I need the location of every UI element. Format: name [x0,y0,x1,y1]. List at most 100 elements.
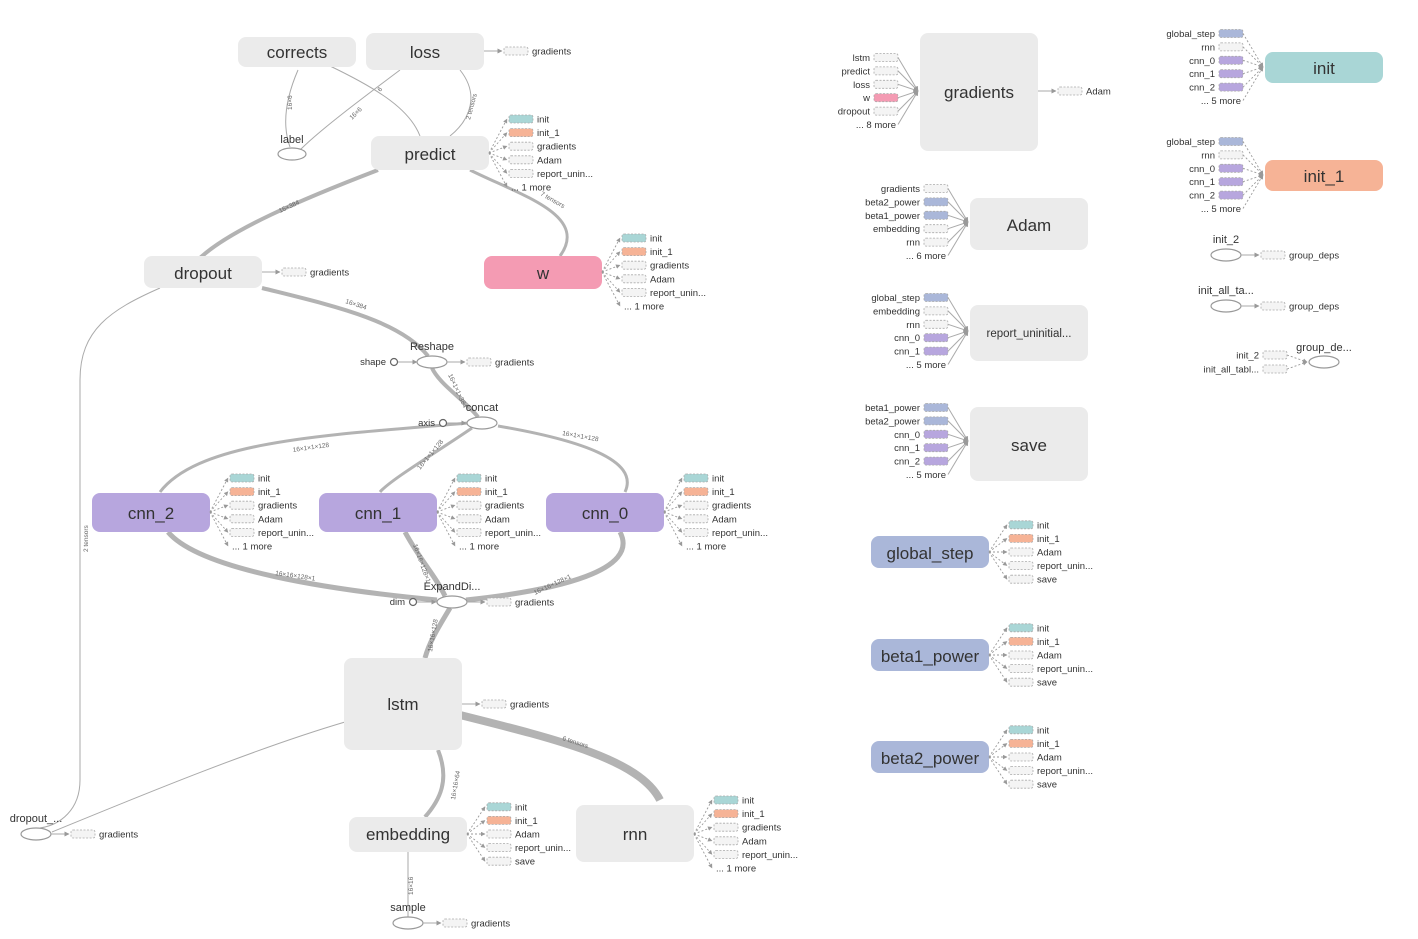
node-init-box [1265,52,1383,83]
op-dim[interactable]: dim [390,597,437,608]
out-list-init_all_tables: group_deps [1241,302,1339,313]
out-text-reshape-0: gradients [495,358,534,369]
op-init-2-text: init_2 [1213,234,1239,246]
out-edge-cnn_1-3 [436,511,456,520]
in-chip-gradients-0 [873,53,899,62]
op-shape[interactable]: shape [360,357,418,368]
node-gradients-label: gradients [944,83,1014,102]
node-cnn-0[interactable]: cnn_0 [546,493,664,532]
out-edge-rnn-2 [693,826,713,835]
node-predict-box [371,136,489,170]
out-list-lstm: gradients [462,700,549,711]
out-chip-embedding-2 [486,829,512,839]
in-edge-init_1-1 [1242,154,1264,176]
edge-predict-dropout [198,168,379,260]
out-chip-global_step-3 [1008,561,1034,570]
in-text-init_1-0: global_step [1166,137,1215,148]
node-init[interactable]: init [1265,52,1383,83]
out-edge-predict-3 [488,152,508,161]
in-edge-init_1-0 [1242,141,1264,176]
node-adam[interactable]: Adam [970,198,1088,250]
in-text-adam-4: rnn [906,238,920,249]
op-expand-dims-text: ExpandDi... [424,581,481,593]
op-label-text: label [280,134,303,146]
edge-label-dropout-small: 2 tensors [83,525,90,552]
op-concat[interactable]: concat [466,402,498,430]
op-reshape-text: Reshape [410,341,454,353]
in-text-save-3: cnn_1 [894,443,920,454]
out-chip-predict-2 [508,141,534,151]
node-dropout[interactable]: dropout [144,256,262,288]
node-predict[interactable]: predict [371,136,489,170]
node-init-1[interactable]: init_1 [1265,160,1383,191]
out-text-rnn-5: ... 1 more [716,864,756,875]
node-beta2-power[interactable]: beta2_power [871,741,989,773]
in-chip-gradients-1 [873,66,899,76]
out-chip-beta2_power-3 [1008,766,1034,775]
out-text-embedding-1: init_1 [515,816,538,827]
out-chip-init_2-0 [1260,250,1286,260]
out-text-expand_dims-0: gradients [515,598,554,609]
node-embedding[interactable]: embedding [349,817,467,852]
node-init-1-box [1265,160,1383,191]
node-gradients[interactable]: gradients [920,33,1038,151]
op-label[interactable]: label [277,134,307,161]
edge-label-corrects-label: 16×6 [287,95,294,110]
out-edge-cnn_1-1 [436,491,456,513]
out-chip-dropout_small-0 [70,829,96,839]
out-edge-cnn_2-5 [209,511,229,547]
node-loss[interactable]: loss [366,33,484,70]
out-edge-global_step-0 [988,524,1008,553]
node-global-step[interactable]: global_step [871,536,989,568]
node-report-uninitialized[interactable]: report_uninitial... [970,305,1088,361]
op-reshape[interactable]: Reshape [410,341,454,369]
node-cnn-2[interactable]: cnn_2 [92,493,210,532]
in-chip-group_deps-0 [1262,350,1288,360]
out-edge-cnn_1-0 [436,477,456,513]
node-lstm[interactable]: lstm [344,658,462,750]
node-corrects[interactable]: corrects [238,37,356,67]
op-label-shape [277,147,307,161]
in-text-adam-5: ... 6 more [906,251,946,262]
node-beta1-power[interactable]: beta1_power [871,639,989,671]
out-edge-beta2_power-0 [988,729,1008,758]
in-text-group_deps-0: init_2 [1236,351,1259,362]
edge-cnn0-expand [465,530,626,603]
out-text-beta2_power-2: Adam [1037,753,1062,764]
edge-label-concat-cnn1: 16×1×1×128 [416,438,445,471]
node-save[interactable]: save [970,407,1088,481]
out-text-cnn_0-2: gradients [712,501,751,512]
op-init-all-tables[interactable]: init_all_ta... [1198,285,1254,313]
out-text-cnn_0-1: init_1 [712,487,735,498]
op-axis[interactable]: axis [418,418,467,429]
out-text-beta2_power-4: save [1037,780,1057,791]
edge-dropout-small [39,287,161,829]
op-group-deps[interactable]: group_de... [1296,342,1352,369]
in-edge-init-5 [1242,66,1264,101]
op-sample-shape [392,916,424,930]
out-edge-embedding-0 [466,806,486,835]
node-w[interactable]: w [484,256,602,289]
node-loss-label: loss [410,43,440,62]
out-text-predict-4: report_unin... [537,169,593,180]
op-concat-shape [466,416,498,430]
out-text-cnn_1-4: report_unin... [485,528,541,539]
node-rnn[interactable]: rnn [576,805,694,862]
in-chip-gradients-4 [873,106,899,116]
in-chip-init-0 [1218,29,1244,38]
in-chip-adam-1 [923,197,949,207]
node-cnn-1[interactable]: cnn_1 [319,493,437,532]
out-list-w: initinit_1gradientsAdamreport_unin......… [601,234,706,313]
out-text-loss-0: gradients [532,47,571,58]
out-text-predict-5: ... 1 more [511,183,551,194]
op-sample[interactable]: sample [390,902,426,930]
node-init-label: init [1313,59,1335,78]
node-gradients-box [920,33,1038,151]
op-dropout-small[interactable]: dropout_... [10,813,63,841]
in-text-adam-3: embedding [873,224,920,235]
out-edge-global_step-4 [988,551,1008,580]
in-text-save-1: beta2_power [865,416,920,427]
op-init-2[interactable]: init_2 [1210,234,1242,262]
op-expand-dims[interactable]: ExpandDi... [424,581,481,609]
out-edge-predict-4 [488,152,508,174]
